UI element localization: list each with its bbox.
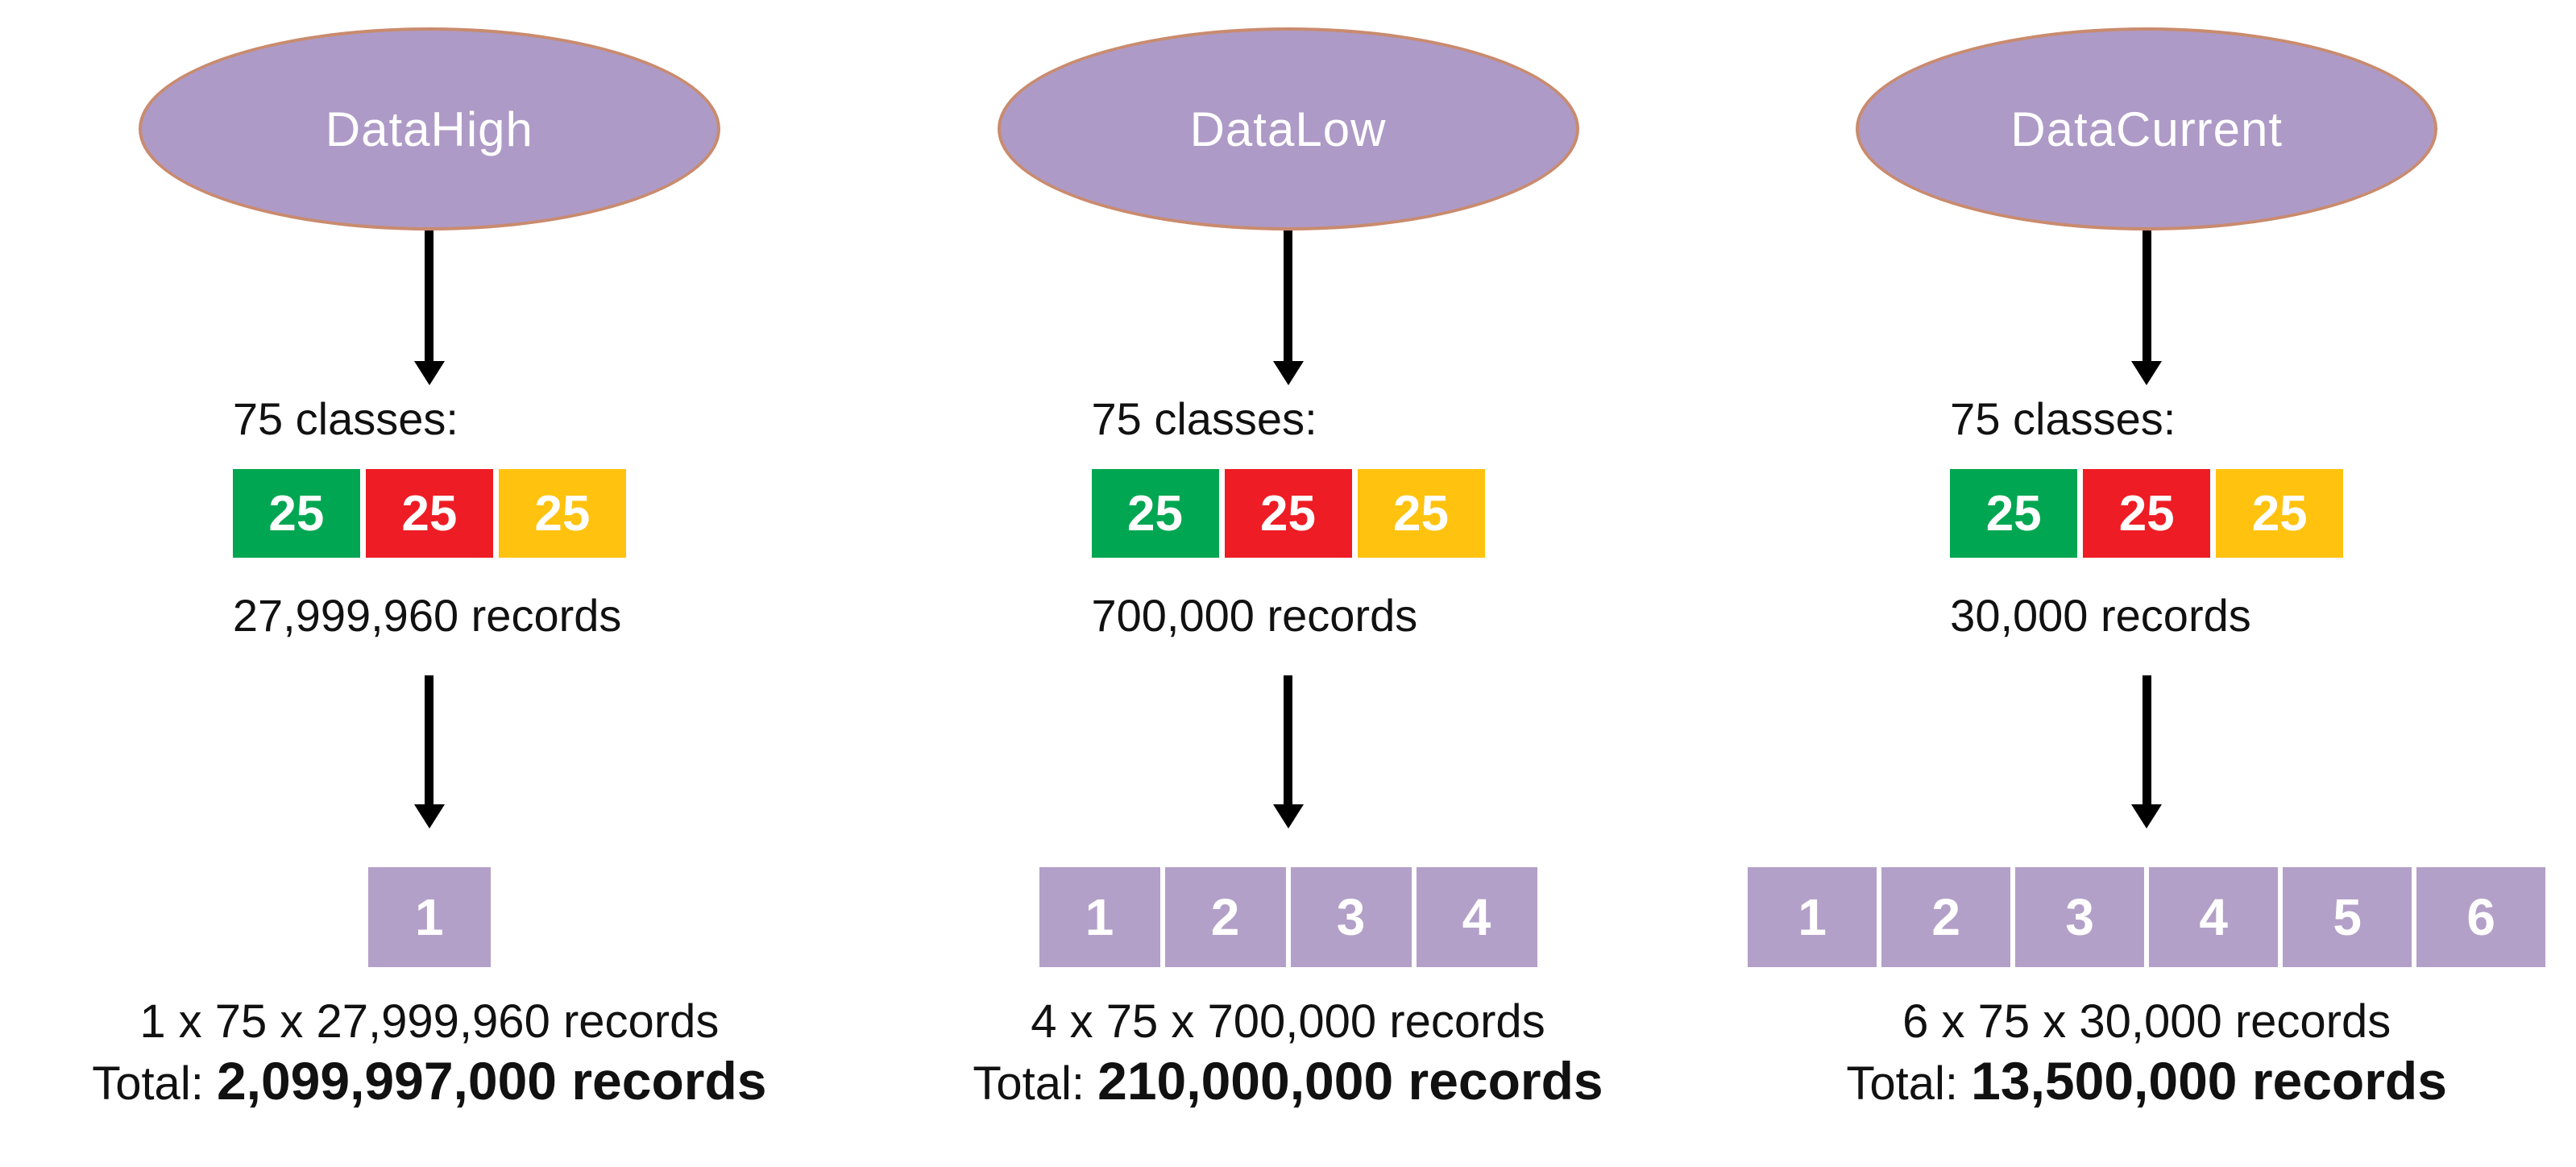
partition-box: 4 — [2149, 867, 2279, 967]
arrow-stem — [1284, 230, 1292, 361]
dataset-name: DataLow — [1189, 102, 1387, 156]
down-arrow-icon — [1272, 230, 1304, 385]
arrow-head — [413, 361, 445, 385]
down-arrow-icon — [413, 230, 445, 385]
classes-label: 75 classes: — [1091, 393, 1317, 444]
arrow-stem — [2142, 675, 2151, 804]
total-line: Total: 210,000,000 records — [973, 1052, 1603, 1111]
arrow-head — [1272, 361, 1304, 385]
dataset-name: DataHigh — [325, 102, 533, 156]
partition-box: 4 — [1416, 867, 1537, 967]
partition-box: 3 — [1290, 867, 1412, 967]
arrow-head — [2131, 804, 2163, 829]
records-label: 30,000 records — [1950, 590, 2251, 641]
dataset-ellipse: DataHigh — [138, 27, 720, 230]
total-value: 13,500,000 records — [1971, 1050, 2447, 1111]
partition-box: 2 — [1164, 867, 1286, 967]
total-line: Total: 13,500,000 records — [1846, 1052, 2447, 1111]
arrow-stem — [1284, 675, 1292, 804]
arrow-stem — [425, 675, 434, 804]
partition-box: 2 — [1881, 867, 2011, 967]
records-label: 27,999,960 records — [232, 590, 622, 641]
classes-label: 75 classes: — [1950, 393, 2176, 444]
total-line: Total: 2,099,997,000 records — [92, 1052, 766, 1111]
partition-box: 3 — [2015, 867, 2145, 967]
arrow-head — [413, 804, 445, 829]
total-value: 210,000,000 records — [1097, 1050, 1603, 1111]
class-count-box-red: 25 — [365, 469, 493, 558]
class-count-box-red: 25 — [1224, 469, 1352, 558]
class-count-box-green: 25 — [1091, 469, 1219, 558]
down-arrow-icon — [2131, 675, 2163, 829]
dataset-ellipse: DataCurrent — [1856, 27, 2438, 230]
arrow-head — [2131, 361, 2163, 385]
class-count-box-green: 25 — [232, 469, 360, 558]
classes-label: 75 classes: — [232, 393, 458, 444]
partition-box: 5 — [2283, 867, 2412, 967]
total-prefix: Total: — [92, 1057, 217, 1110]
records-label: 700,000 records — [1091, 590, 1418, 641]
dataset-ellipse: DataLow — [997, 27, 1579, 230]
partition-box: 1 — [1039, 867, 1160, 967]
partition-strip: 1 — [367, 867, 491, 967]
partition-box: 1 — [367, 867, 491, 967]
partition-box: 1 — [1748, 867, 1877, 967]
total-prefix: Total: — [973, 1057, 1098, 1110]
dataset-name: DataCurrent — [2010, 102, 2284, 156]
down-arrow-icon — [413, 675, 445, 829]
total-prefix: Total: — [1846, 1057, 1972, 1110]
class-count-box-green: 25 — [1950, 469, 2078, 558]
down-arrow-icon — [2131, 230, 2163, 385]
class-count-box-amber: 25 — [1357, 469, 1485, 558]
arrow-stem — [425, 230, 434, 361]
partition-box: 6 — [2416, 867, 2546, 967]
formula-line: 6 x 75 x 30,000 records — [1902, 995, 2391, 1048]
formula-line: 1 x 75 x 27,999,960 records — [139, 995, 720, 1048]
formula-line: 4 x 75 x 700,000 records — [1031, 995, 1545, 1048]
class-count-box-red: 25 — [2083, 469, 2211, 558]
arrow-head — [1272, 804, 1304, 829]
total-value: 2,099,997,000 records — [216, 1050, 767, 1111]
class-count-box-amber: 25 — [2216, 469, 2344, 558]
arrow-stem — [2142, 230, 2151, 361]
down-arrow-icon — [1272, 675, 1304, 829]
class-count-box-amber: 25 — [498, 469, 626, 558]
